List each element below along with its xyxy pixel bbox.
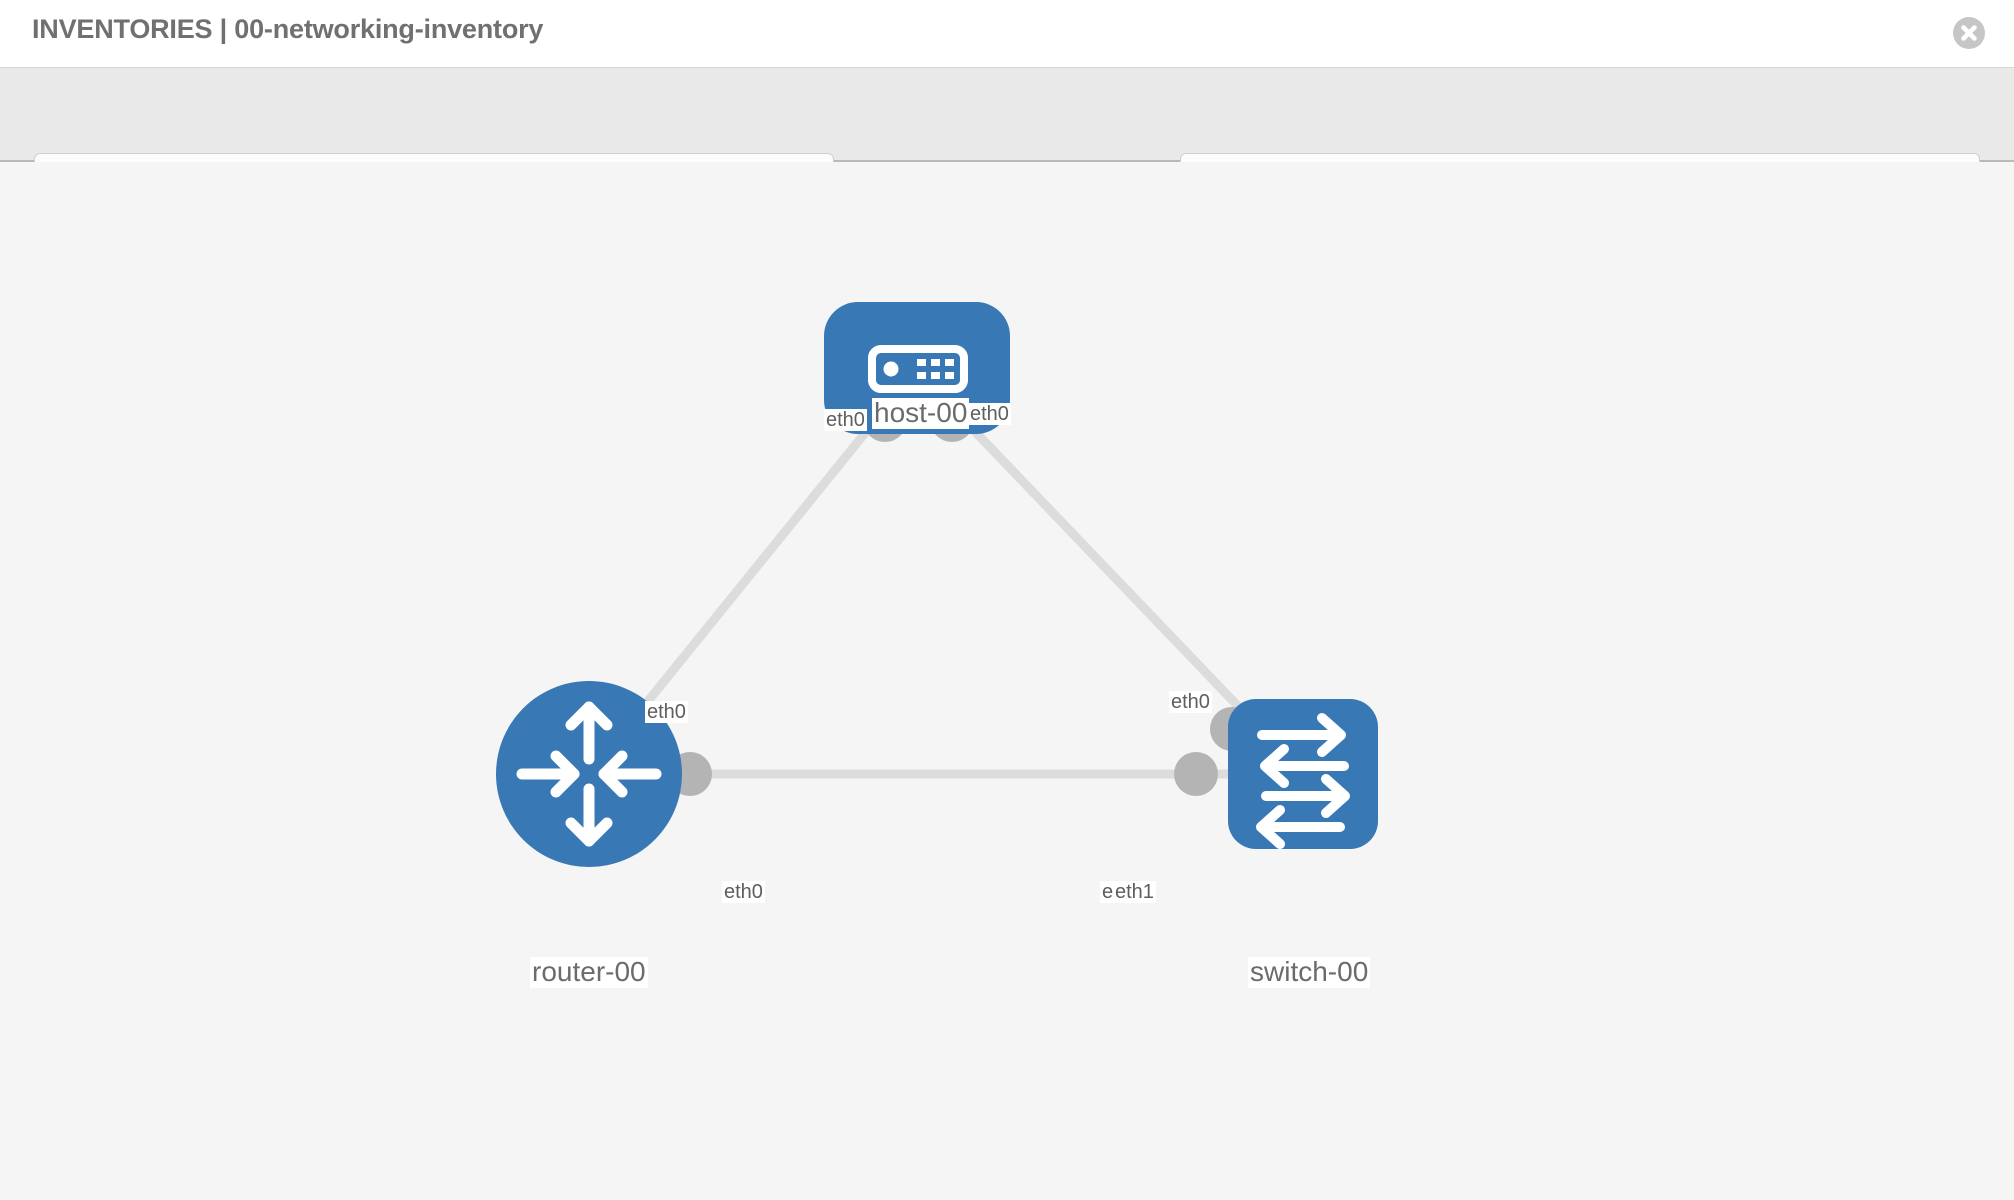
toolbar: ACTIONS SEARCH [0, 68, 2014, 205]
window-header: INVENTORIES | 00-networking-inventory [0, 0, 2014, 68]
topology-canvas[interactable]: host-00 router-00 switch-00 eth0 eth0 et… [0, 162, 2014, 1200]
switch-arrows-icon [1256, 713, 1350, 849]
page-title: INVENTORIES | 00-networking-inventory [32, 14, 544, 44]
server-icon [868, 345, 968, 393]
port-label-router-uplink: eth0 [645, 701, 688, 723]
port-label-host-right: eth0 [968, 403, 1011, 425]
router-arrows-icon [516, 701, 662, 847]
node-label-switch: switch-00 [1248, 956, 1371, 988]
port-label-router-right: eth0 [722, 881, 765, 903]
node-label-router: router-00 [530, 956, 648, 988]
node-switch-00 [1228, 699, 1378, 849]
topology-ports [668, 398, 1254, 796]
port-switch-left [1174, 752, 1218, 796]
node-label-host: host-00 [872, 397, 970, 429]
port-label-switch-uplink: eth0 [1169, 691, 1212, 713]
port-label-switch-left-b: eth1 [1113, 881, 1156, 903]
port-label-host-left: eth0 [824, 409, 867, 431]
topology-graph [496, 302, 1378, 867]
node-router-00 [496, 681, 682, 867]
close-icon[interactable] [1952, 16, 1986, 50]
